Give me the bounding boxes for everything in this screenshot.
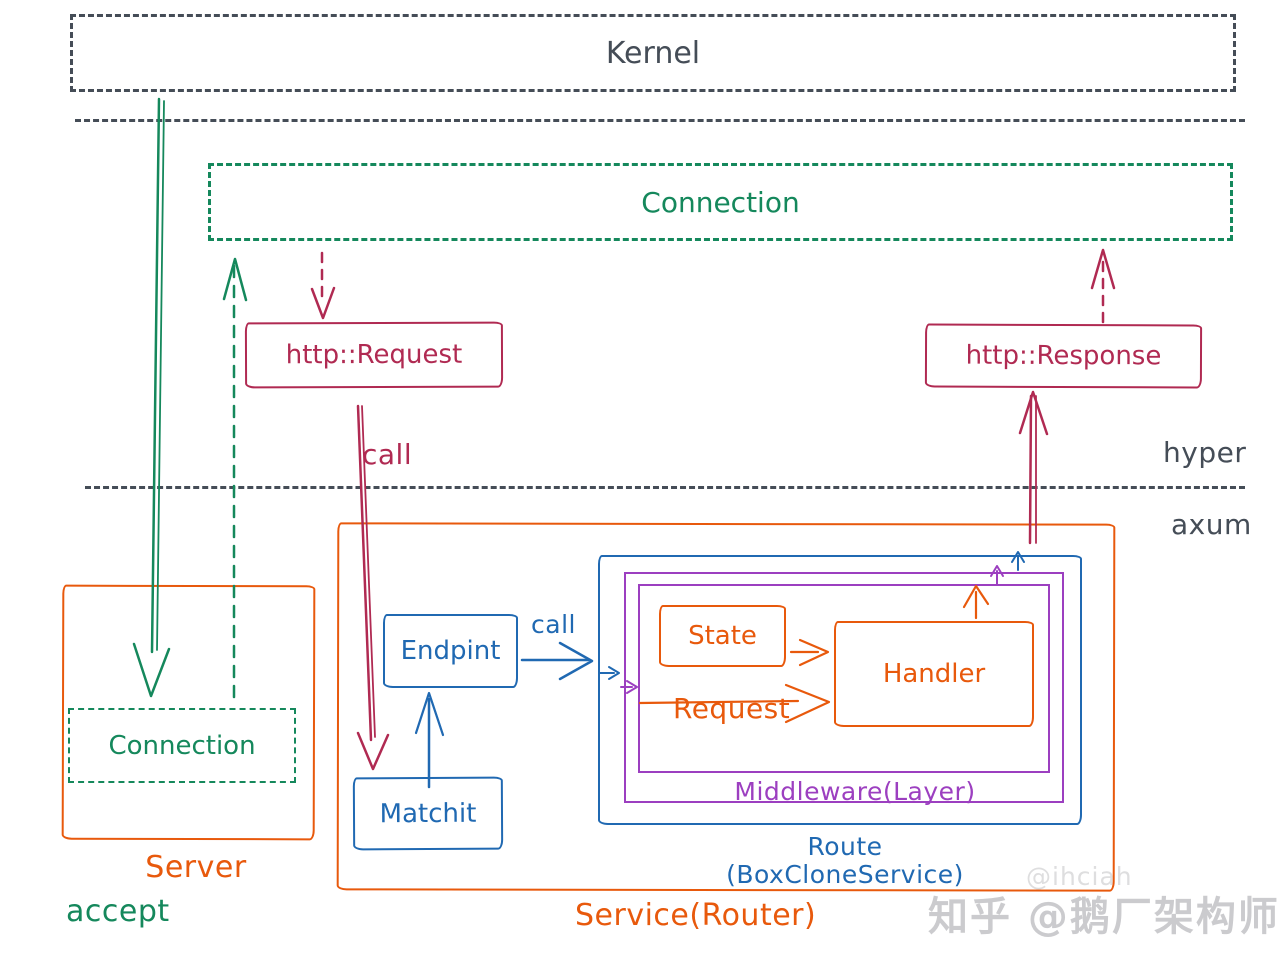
kernel-boundary-line — [75, 119, 1245, 122]
handler-label: Handler — [882, 659, 986, 689]
state-node: State — [659, 605, 786, 667]
route-label-block: Route (BoxCloneService) — [720, 833, 970, 889]
service-router-label: Service(Router) — [575, 898, 817, 933]
call-edge-label-endpoint: call — [531, 610, 576, 639]
http-response-node: http::Response — [924, 323, 1203, 389]
watermark: 知乎 @鹅厂架构师 — [928, 894, 1280, 940]
route-node — [598, 555, 1082, 825]
http-request-node: http::Request — [244, 321, 504, 389]
accept-edge-label: accept — [66, 894, 170, 929]
http-response-label: http::Response — [965, 340, 1162, 372]
axum-layer-label: axum — [1171, 508, 1252, 541]
state-label: State — [688, 621, 757, 651]
middleware-label: Middleware(Layer) — [734, 777, 976, 806]
hyper-axum-boundary-line — [85, 486, 1245, 489]
http-request-label: http::Request — [285, 339, 463, 371]
kernel-label: Kernel — [605, 35, 701, 71]
endpoint-node: Endpint — [383, 614, 518, 688]
request-in-arrow — [310, 251, 336, 320]
handler-node: Handler — [834, 621, 1034, 727]
connection-label: Connection — [641, 185, 800, 219]
endpoint-label: Endpint — [400, 636, 501, 666]
request-edge-label: Request — [673, 692, 791, 725]
matchit-node: Matchit — [352, 776, 504, 851]
route-sublabel: (BoxCloneService) — [726, 860, 964, 889]
watermark-faint: @ihciah — [1026, 862, 1133, 891]
kernel-layer-box: Kernel — [70, 14, 1236, 92]
server-connection-node: Connection — [68, 708, 296, 783]
server-label: Server — [145, 850, 247, 885]
response-up-arrow — [1018, 390, 1049, 545]
matchit-label: Matchit — [379, 798, 477, 829]
response-out-arrow — [1090, 248, 1116, 324]
server-connection-label: Connection — [108, 730, 256, 761]
hyper-layer-label: hyper — [1163, 436, 1247, 469]
connection-node: Connection — [208, 163, 1233, 241]
middleware-inner-layer-box — [638, 584, 1050, 773]
call-edge-label-hyper: call — [362, 438, 413, 471]
route-label: Route — [807, 832, 883, 861]
